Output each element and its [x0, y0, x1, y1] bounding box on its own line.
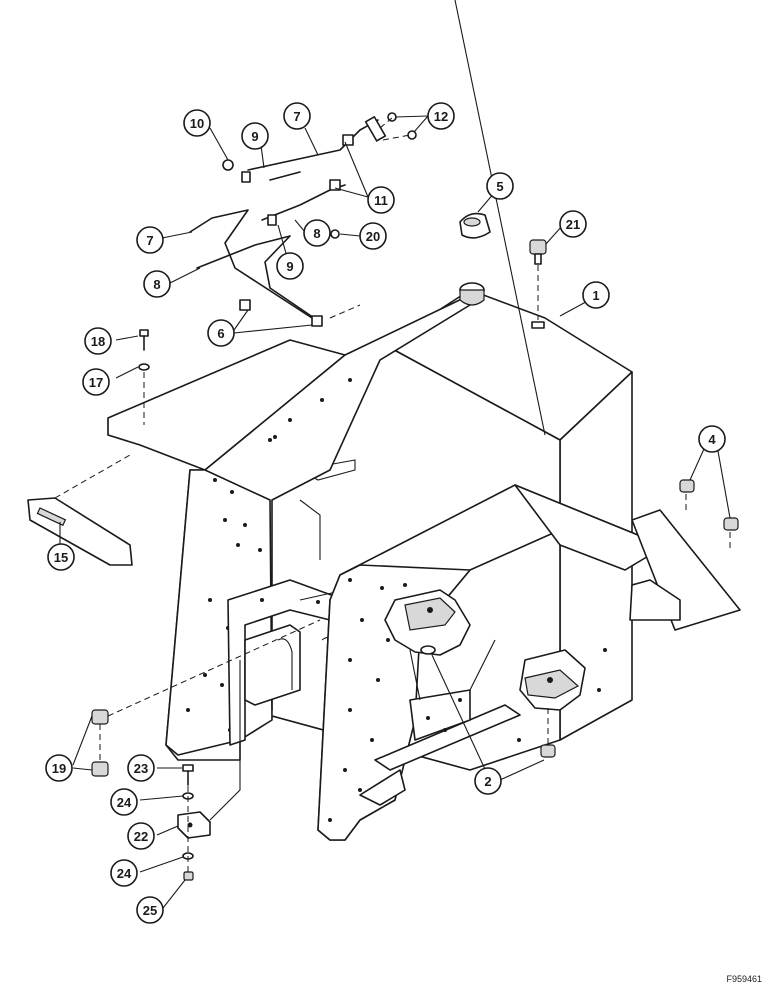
svg-text:20: 20 [366, 229, 380, 244]
callout-6: 6 [207, 319, 235, 347]
svg-text:19: 19 [52, 761, 66, 776]
svg-text:9: 9 [251, 129, 258, 144]
callout-25: 25 [136, 896, 164, 924]
isolator-mount-right [519, 649, 586, 711]
rubber-mount-19-lower [91, 761, 109, 777]
callout-5: 5 [486, 172, 514, 200]
callout-12: 12 [427, 102, 455, 130]
nut-25 [183, 871, 194, 881]
svg-text:6: 6 [217, 326, 224, 341]
svg-text:8: 8 [153, 277, 160, 292]
svg-text:24: 24 [117, 866, 132, 881]
callout-1: 1 [582, 281, 610, 309]
svg-text:22: 22 [134, 829, 148, 844]
svg-text:8: 8 [313, 226, 320, 241]
svg-text:15: 15 [54, 550, 68, 565]
callout-7-left: 7 [136, 226, 164, 254]
rear-strap [629, 509, 741, 631]
callout-17: 17 [82, 368, 110, 396]
isolator-mount-left [384, 589, 471, 656]
svg-text:25: 25 [143, 903, 157, 918]
svg-text:21: 21 [566, 217, 580, 232]
svg-text:9: 9 [286, 259, 293, 274]
svg-text:7: 7 [146, 233, 153, 248]
callout-24-lower: 24 [110, 859, 138, 887]
washer-17 [138, 363, 150, 371]
rubber-mount-19-upper [91, 709, 109, 725]
clamp-22 [177, 811, 211, 839]
callout-2: 2 [474, 767, 502, 795]
svg-text:1: 1 [592, 288, 599, 303]
svg-text:2: 2 [484, 774, 491, 789]
callout-21: 21 [559, 210, 587, 238]
svg-text:4: 4 [708, 432, 716, 447]
right-support-plate [317, 484, 651, 841]
callout-9-mid: 9 [276, 252, 304, 280]
rubber-mount-2 [540, 744, 556, 758]
callout-24-upper: 24 [110, 788, 138, 816]
callout-19: 19 [45, 754, 73, 782]
svg-text:17: 17 [89, 375, 103, 390]
figure-id: F959461 [726, 974, 762, 984]
callout-18: 18 [84, 327, 112, 355]
callout-11: 11 [367, 186, 395, 214]
callout-8-left: 8 [143, 270, 171, 298]
svg-text:12: 12 [434, 109, 448, 124]
leader-lines [59, 115, 731, 909]
callout-20: 20 [359, 222, 387, 250]
rubber-mount-4-upper [679, 479, 695, 493]
svg-text:7: 7 [293, 109, 300, 124]
fuel-line-assembly [189, 112, 417, 327]
callout-4: 4 [698, 425, 726, 453]
bracket-15 [27, 454, 133, 566]
svg-text:10: 10 [190, 116, 204, 131]
svg-text:23: 23 [134, 761, 148, 776]
callout-22: 22 [127, 822, 155, 850]
fuel-sender [529, 239, 547, 329]
callout-7-top: 7 [283, 102, 311, 130]
svg-text:24: 24 [117, 795, 132, 810]
filler-neck [459, 282, 485, 306]
callout-10: 10 [183, 109, 211, 137]
callout-9-top: 9 [241, 122, 269, 150]
callout-15: 15 [47, 543, 75, 571]
svg-text:5: 5 [496, 179, 503, 194]
callout-23: 23 [127, 754, 155, 782]
rubber-mount-4-lower [723, 517, 739, 531]
svg-text:18: 18 [91, 334, 105, 349]
svg-text:11: 11 [374, 193, 388, 208]
fuel-cap [459, 212, 491, 239]
bolt-23 [182, 764, 194, 786]
callout-8-mid: 8 [303, 219, 331, 247]
bolt-18 [139, 329, 149, 351]
